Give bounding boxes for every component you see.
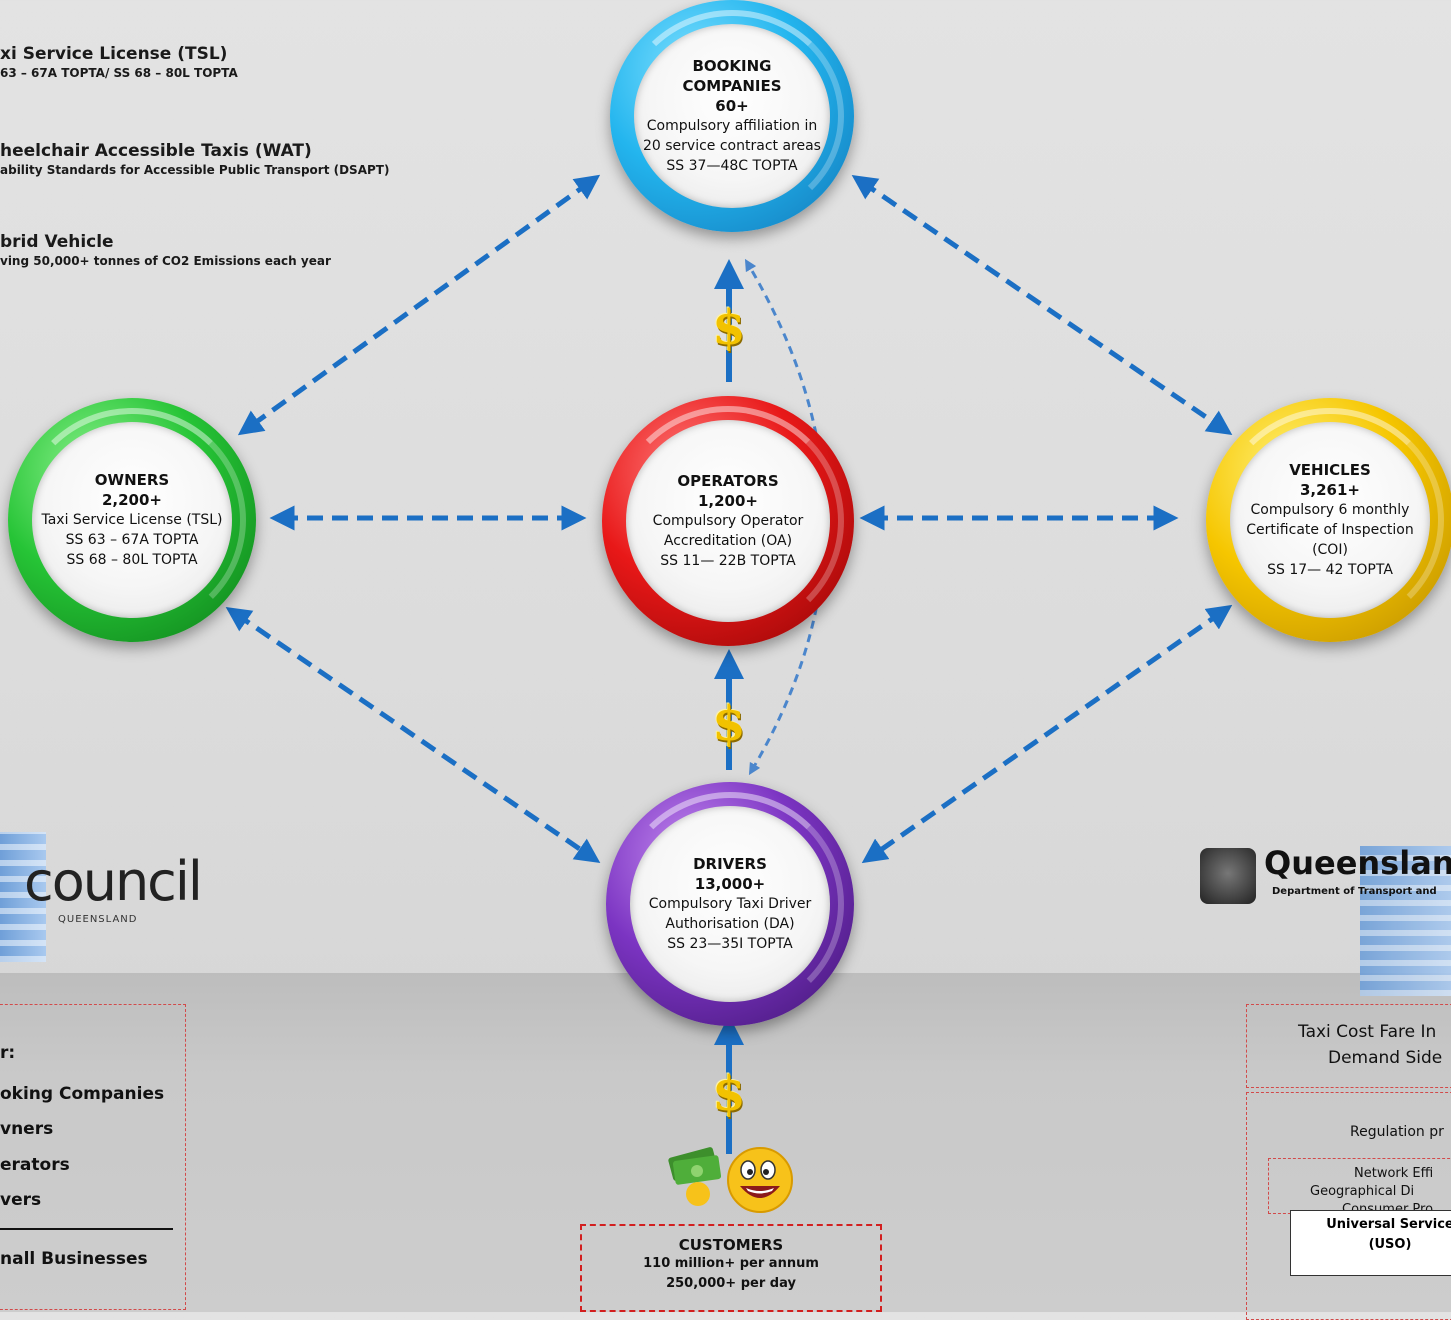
legend-tsl-sub: 63 – 67A TOPTA/ SS 68 – 80L TOPTA (0, 66, 238, 80)
network-line: Network Effi (1354, 1166, 1434, 1181)
left-panel-footer: nall Businesses (0, 1249, 148, 1269)
arrow-drivers-booking-curve (744, 258, 827, 776)
fare-line-1: Taxi Cost Fare In (1298, 1022, 1437, 1042)
node-line: Authorisation (DA) (665, 916, 795, 932)
left-panel-box (0, 1004, 186, 1310)
arrow-booking-vehicles (851, 174, 1233, 436)
coat-of-arms-icon (1200, 848, 1256, 904)
regulation-text: Regulation pr (1350, 1124, 1444, 1140)
council-logo-word: council (24, 850, 203, 913)
node-count: 2,200+ (101, 491, 162, 509)
node-drivers[interactable]: DRIVERS 13,000+ Compulsory Taxi Driver A… (606, 782, 854, 1026)
node-count: 60+ (715, 97, 749, 115)
node-title: BOOKING (692, 57, 772, 75)
node-line: SS 17— 42 TOPTA (1267, 562, 1393, 578)
dollar-icon: $ (712, 696, 746, 752)
legend-wat-heading: heelchair Accessible Taxis (WAT) (0, 141, 312, 161)
money-smiley-icon (668, 1147, 793, 1213)
node-title: OWNERS (94, 471, 170, 489)
left-panel-divider (0, 1228, 173, 1230)
node-owners[interactable]: OWNERS 2,200+ Taxi Service License (TSL)… (8, 398, 256, 642)
building-icon (0, 832, 46, 962)
node-line: Compulsory 6 monthly (1250, 502, 1410, 518)
node-title: COMPANIES (682, 77, 782, 95)
network-line: Geographical Di (1310, 1184, 1415, 1199)
node-line: Taxi Service License (TSL) (41, 512, 223, 528)
left-panel-item: oking Companies (0, 1084, 165, 1104)
queensland-logo-word: Queensland (1264, 844, 1451, 882)
node-title: VEHICLES (1289, 461, 1371, 479)
council-logo: council QUEENSLAND (0, 832, 203, 962)
node-vehicles-text: VEHICLES 3,261+ Compulsory 6 monthly Cer… (1236, 460, 1424, 580)
customers-annual: 110 million+ per annum (643, 1256, 819, 1271)
node-count: 13,000+ (694, 875, 766, 893)
left-panel-item: erators (0, 1155, 70, 1175)
council-logo-sub: QUEENSLAND (58, 914, 138, 925)
node-line: Compulsory affiliation in (646, 118, 818, 134)
node-line: SS 11— 22B TOPTA (660, 553, 796, 569)
node-line: (COI) (1312, 542, 1348, 558)
fare-line-2: Demand Side (1328, 1048, 1443, 1068)
uso-box: Universal Service (USO) (1290, 1210, 1451, 1276)
legend-tsl: xi Service License (TSL) 63 – 67A TOPTA/… (0, 44, 238, 80)
node-vehicles[interactable]: VEHICLES 3,261+ Compulsory 6 monthly Cer… (1206, 398, 1451, 642)
arrow-owners-drivers (225, 606, 601, 864)
left-panel-title: r: (0, 1043, 16, 1063)
node-title: OPERATORS (677, 472, 779, 490)
uso-line-2: (USO) (1368, 1237, 1412, 1252)
customers-box: CUSTOMERS 110 million+ per annum 250,000… (580, 1224, 882, 1312)
node-booking-companies[interactable]: BOOKING COMPANIES 60+ Compulsory affilia… (610, 0, 854, 232)
queensland-logo-dept: Department of Transport and (1272, 886, 1437, 897)
customers-title: CUSTOMERS (678, 1236, 784, 1254)
node-line: SS 37—48C TOPTA (666, 158, 798, 174)
node-line: SS 23—35I TOPTA (667, 936, 793, 952)
node-title: DRIVERS (693, 855, 767, 873)
node-line: SS 68 – 80L TOPTA (66, 552, 198, 568)
node-count: 1,200+ (697, 492, 758, 510)
node-line: Compulsory Taxi Driver (648, 896, 812, 912)
arrow-vehicles-drivers (861, 604, 1233, 864)
node-owners-text: OWNERS 2,200+ Taxi Service License (TSL)… (38, 470, 226, 570)
node-booking-text: BOOKING COMPANIES 60+ Compulsory affilia… (638, 56, 826, 176)
node-line: 20 service contract areas (643, 138, 821, 154)
node-line: Compulsory Operator (652, 513, 804, 529)
node-line: SS 63 – 67A TOPTA (65, 532, 199, 548)
legend-wat-sub: ability Standards for Accessible Public … (0, 163, 390, 177)
fare-box (1246, 1004, 1451, 1088)
left-panel-item: vners (0, 1119, 54, 1139)
left-panel-item: vers (0, 1190, 42, 1210)
uso-line-1: Universal Service (1326, 1217, 1451, 1232)
building-icon (1360, 846, 1451, 996)
dollar-icon: $ (712, 300, 746, 356)
node-line: Accreditation (OA) (663, 533, 793, 549)
legend-wat: heelchair Accessible Taxis (WAT) ability… (0, 141, 389, 177)
node-operators-text: OPERATORS 1,200+ Compulsory Operator Acc… (634, 471, 822, 571)
queensland-logo: Queensland Department of Transport and (1200, 840, 1451, 996)
node-operators[interactable]: OPERATORS 1,200+ Compulsory Operator Acc… (602, 396, 854, 646)
legend-tsl-heading: xi Service License (TSL) (0, 44, 228, 64)
dollar-icon: $ (712, 1066, 746, 1122)
legend-hybrid-heading: brid Vehicle (0, 232, 114, 252)
arrow-booking-owners (237, 174, 601, 436)
node-count: 3,261+ (1299, 481, 1360, 499)
node-drivers-text: DRIVERS 13,000+ Compulsory Taxi Driver A… (636, 854, 824, 954)
node-line: Certificate of Inspection (1246, 522, 1414, 538)
customers-daily: 250,000+ per day (666, 1276, 796, 1291)
